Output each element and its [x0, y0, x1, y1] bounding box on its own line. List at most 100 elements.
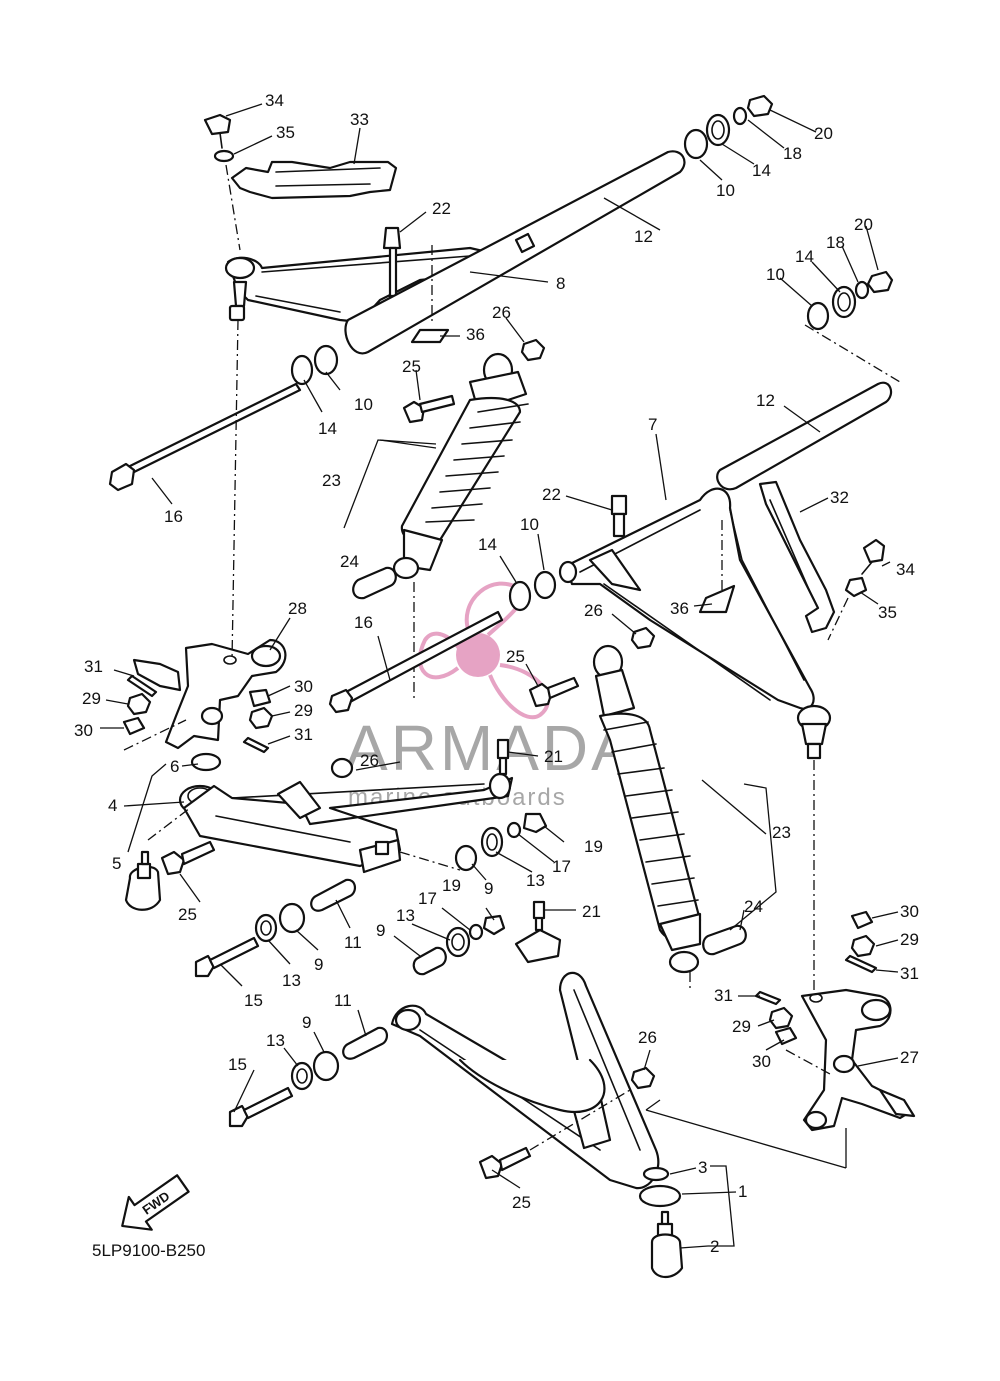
leader-lines	[100, 103, 899, 1249]
callout-5: 5	[112, 854, 121, 873]
callout-14-right: 14	[795, 247, 814, 266]
callout-25-mid: 25	[506, 647, 525, 666]
callout-20: 20	[814, 124, 833, 143]
bushing-10	[683, 128, 709, 160]
bolt-25-top	[402, 394, 456, 424]
callout-34: 34	[265, 91, 284, 110]
washer-18-right	[854, 280, 870, 300]
cotter-pin-31-right	[844, 954, 878, 974]
seal-13-upper	[254, 913, 278, 943]
grease-nipple-21-left	[496, 738, 510, 776]
callout-numbers: 34 35 33 22 12 8 36 26 20 18 14 10 20 18…	[74, 91, 919, 1256]
callout-36: 36	[466, 325, 485, 344]
fwd-arrow-icon: FWD	[121, 1174, 190, 1231]
callout-17-mid: 17	[552, 857, 571, 876]
callout-9-lower: 9	[302, 1013, 311, 1032]
label-36	[410, 328, 450, 344]
washer-17-right	[468, 923, 484, 941]
callout-30-right-lower: 30	[752, 1052, 771, 1071]
callout-22: 22	[432, 199, 451, 218]
bushing-10-mid	[533, 570, 557, 600]
shock-absorber-right	[592, 644, 747, 990]
washer-35-right	[844, 576, 868, 598]
callout-20-right: 20	[854, 215, 873, 234]
callout-29-right-lower: 29	[732, 1017, 751, 1036]
callout-23-right: 23	[772, 823, 791, 842]
callout-31-knuckle: 31	[294, 725, 313, 744]
bushing-9-upper	[278, 902, 306, 934]
callout-30-left: 30	[74, 721, 93, 740]
callout-10-right: 10	[766, 265, 785, 284]
washer-35	[213, 149, 235, 163]
callout-1: 1	[738, 1182, 747, 1201]
nut-26-top	[520, 338, 546, 362]
callout-16-upper: 16	[164, 507, 183, 526]
pivot-bolt-16-lower	[328, 610, 504, 714]
nut-29-right	[850, 934, 876, 958]
callout-17-right: 17	[418, 889, 437, 908]
callout-27: 27	[900, 1048, 919, 1067]
callout-10-mid: 10	[520, 515, 539, 534]
callout-3: 3	[698, 1158, 707, 1177]
callout-2: 2	[710, 1237, 719, 1256]
callout-35-right: 35	[878, 603, 897, 622]
bolt-34-right	[862, 538, 886, 564]
spacer-24-right	[702, 924, 747, 956]
bushing-9-lower	[312, 1050, 340, 1082]
callout-30-knuckle: 30	[294, 677, 313, 696]
bushing-10-right	[806, 301, 830, 331]
upper-left-arm-assembly	[108, 94, 774, 492]
seal-14	[705, 113, 731, 147]
callout-13-right: 13	[396, 906, 415, 925]
nut-29-left	[126, 692, 152, 716]
callout-31-right-lower: 31	[714, 986, 733, 1005]
diagram-code: 5LP9100-B250	[92, 1241, 205, 1260]
cotter-pin-31-left	[126, 674, 158, 698]
callout-25-top: 25	[402, 357, 421, 376]
bushing-9-mid	[454, 844, 478, 872]
callout-11-lower: 11	[334, 991, 352, 1010]
grease-nipple-22-right	[610, 494, 628, 538]
callout-31-right: 31	[900, 964, 919, 983]
washer-30-right-lower	[774, 1026, 798, 1046]
upper-arm-7	[564, 487, 815, 710]
nut-26-lower	[630, 1066, 656, 1090]
pivot-bolt-16-upper	[108, 382, 302, 492]
callout-26-left: 26	[360, 751, 379, 770]
callout-14: 14	[752, 161, 771, 180]
callout-29-left: 29	[82, 689, 101, 708]
callout-18-right: 18	[826, 233, 845, 252]
callout-28: 28	[288, 599, 307, 618]
circlip-6	[190, 752, 222, 772]
callout-9-right: 9	[376, 921, 385, 940]
grease-nipple-21-right	[532, 900, 546, 932]
seal-13-right	[445, 926, 471, 958]
callout-30-right: 30	[900, 902, 919, 921]
upper-right-arm-assembly	[508, 270, 901, 990]
callout-29-right: 29	[900, 930, 919, 949]
callout-35: 35	[276, 123, 295, 142]
callout-4: 4	[108, 796, 117, 815]
watermark-title: ARMADA	[345, 712, 637, 784]
washer-30-left	[122, 716, 146, 736]
callout-9-upper: 9	[314, 955, 323, 974]
callout-12: 12	[634, 227, 653, 246]
callout-8: 8	[556, 274, 565, 293]
bolt-25-mid	[528, 676, 580, 708]
callout-18: 18	[783, 144, 802, 163]
callout-26-lower: 26	[638, 1028, 657, 1047]
callout-15-upper: 15	[244, 991, 263, 1010]
pivot-tube-12-right	[716, 381, 893, 491]
callout-11-upper: 11	[344, 933, 362, 952]
bushing-10-left	[313, 344, 339, 376]
washer-18	[732, 106, 748, 126]
callout-23-left: 23	[322, 471, 341, 490]
callout-21-right: 21	[582, 902, 601, 921]
callout-14-mid: 14	[478, 535, 497, 554]
callout-14-left: 14	[318, 419, 337, 438]
nut-29-knuckle	[248, 706, 274, 730]
circlip-3	[642, 1166, 670, 1182]
ball-joint-upper-right	[796, 704, 832, 760]
nut-26-left	[330, 757, 354, 779]
callout-25-left: 25	[178, 905, 197, 924]
